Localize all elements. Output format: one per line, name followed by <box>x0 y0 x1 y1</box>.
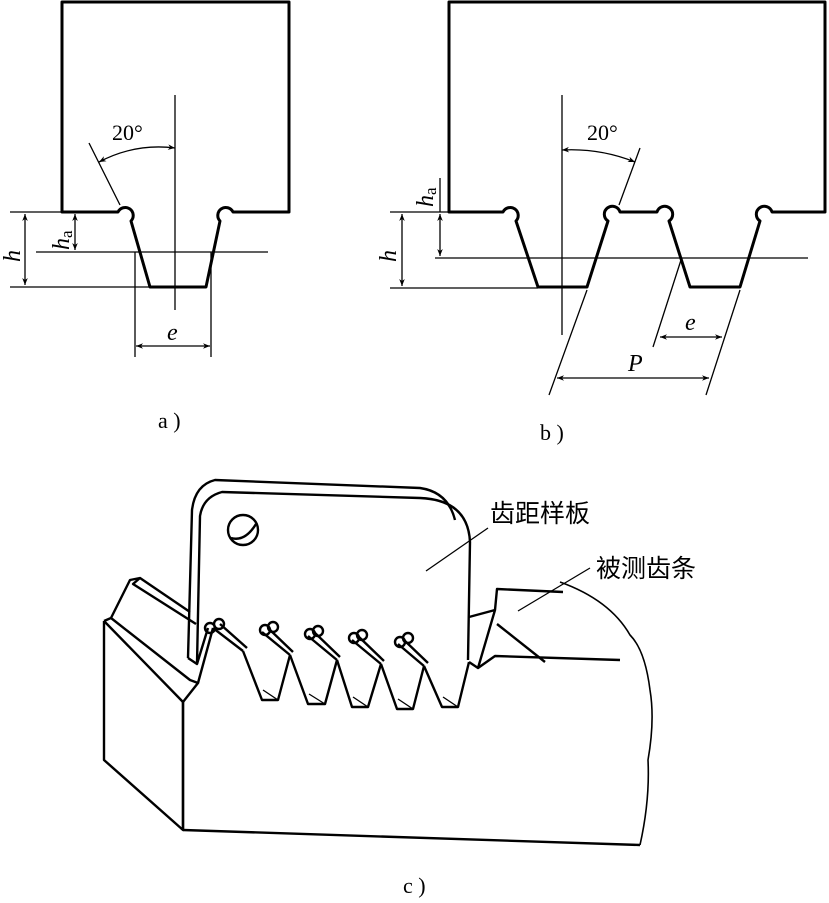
measured-rack <box>102 576 653 847</box>
figure-a: 20° h h a e a ) <box>0 0 291 433</box>
angle-ref-line-a <box>88 142 121 206</box>
dim-ha-subscript-a: a <box>57 230 76 238</box>
label-pitch-template: 齿距样板 <box>490 499 590 528</box>
dim-ha-label-b: h <box>413 195 439 207</box>
leader-rack <box>517 567 591 612</box>
angle-arc-b <box>561 146 636 163</box>
dim-e-label-b: e <box>685 310 696 336</box>
caption-a: a ) <box>158 408 181 433</box>
dim-p-label-b: P <box>627 351 643 377</box>
template-notches <box>203 617 415 649</box>
template-outline-a <box>60 0 291 289</box>
angle-ref-line-b <box>618 147 641 206</box>
template-outline-b <box>447 0 827 289</box>
ext-line-e-left-b <box>652 259 682 348</box>
angle-arc-a <box>98 144 176 163</box>
dim-e-label-a: e <box>167 320 178 346</box>
dim-h-label-a: h <box>0 250 26 262</box>
figure-c: 齿距样板 被测齿条 c ) <box>102 478 696 898</box>
ext-line-e-right-b <box>705 289 741 396</box>
dim-h-label-b: h <box>376 250 402 262</box>
dim-ha-subscript-b: a <box>421 187 440 195</box>
pitch-template <box>186 478 472 666</box>
angle-label-b: 20° <box>587 120 618 145</box>
caption-b: b ) <box>540 420 564 445</box>
figure-b: 20° h h a e P b ) <box>376 0 827 445</box>
label-measured-rack: 被测齿条 <box>596 554 696 583</box>
template-hole <box>226 513 260 547</box>
caption-c: c ) <box>403 873 426 898</box>
leader-template <box>425 527 489 572</box>
ext-line-p-left-b <box>548 289 588 396</box>
angle-label-a: 20° <box>112 120 143 145</box>
dim-ha-label-a: h <box>49 238 75 250</box>
